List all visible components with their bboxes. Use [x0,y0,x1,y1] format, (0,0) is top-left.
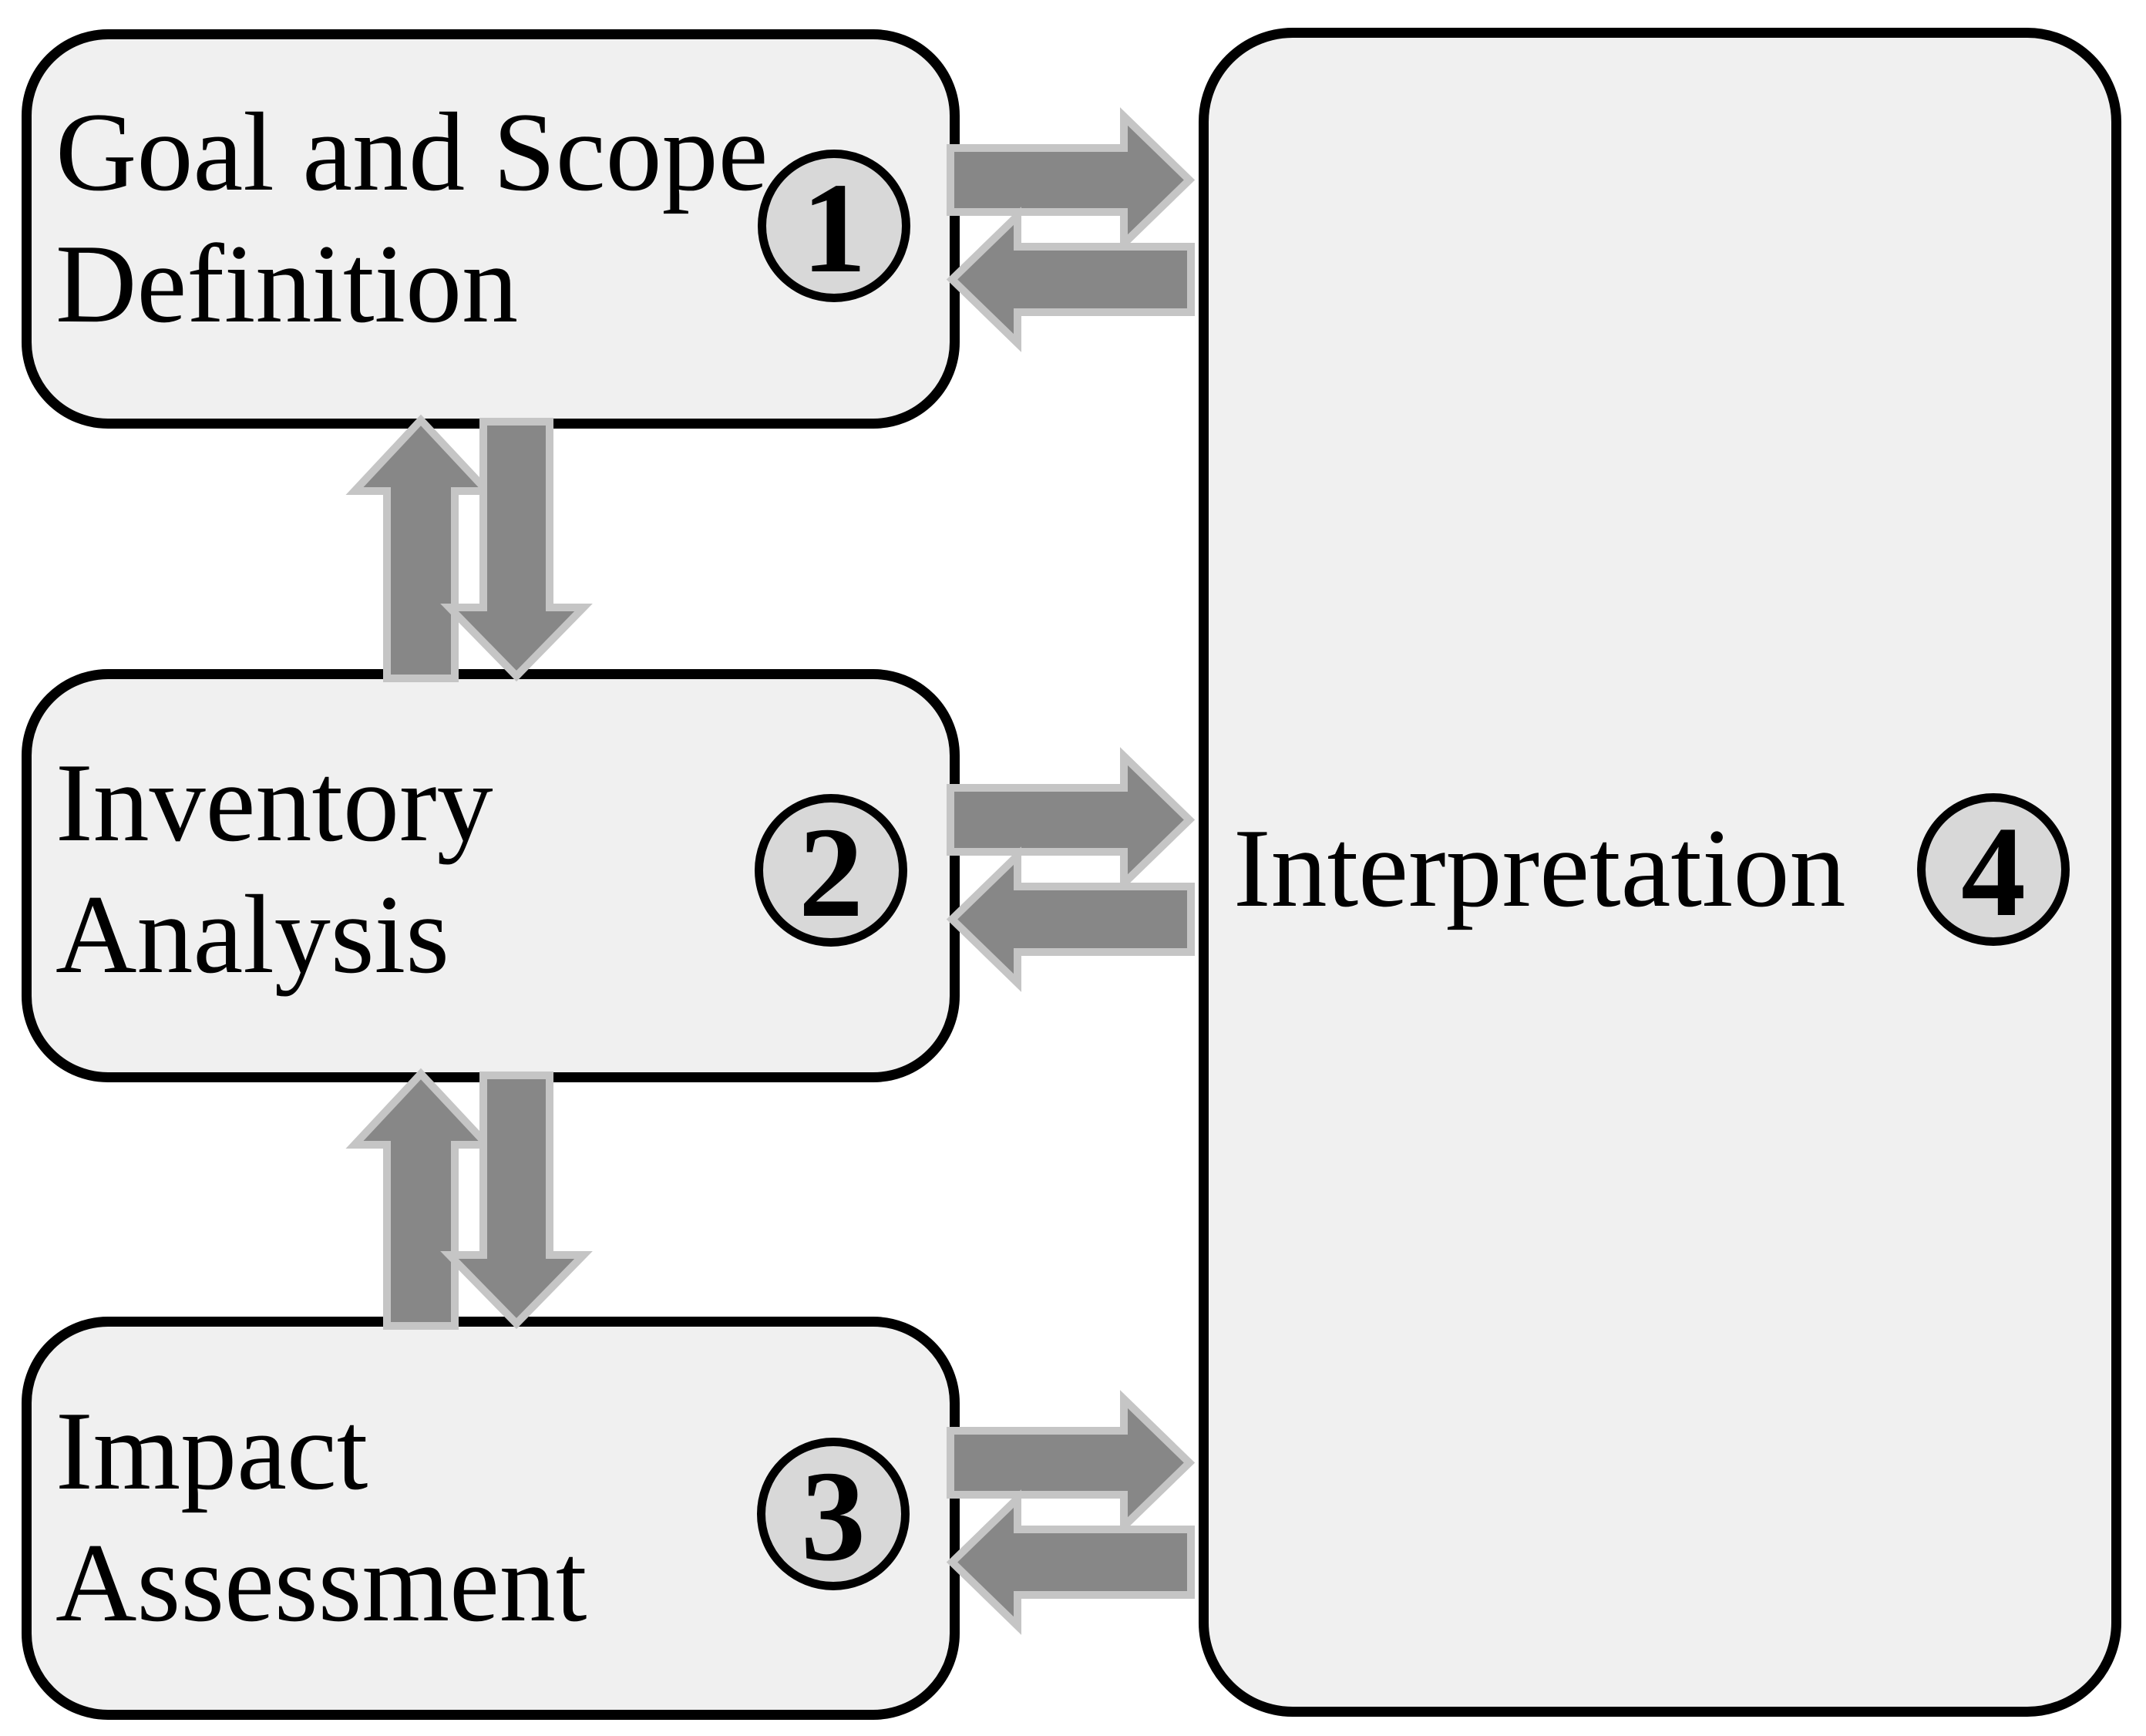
phase-box-interpretation: Interpretation 4 [1199,28,2121,1717]
phase-label-line: Impact [56,1388,368,1513]
phase-label-goal-and-scope: Goal and Scope Definition [56,86,768,350]
arrow-left-interpretation-to-impact-icon [946,1489,1195,1635]
arrow-left-interpretation-to-goal-icon [946,207,1195,352]
arrow-down-inventory-to-impact-icon [440,1072,593,1330]
arrow-left-interpretation-to-inventory-icon [946,846,1195,992]
arrow-down-goal-to-inventory-icon [440,418,593,682]
phase-label-interpretation: Interpretation [1233,802,1846,934]
phase-label-line: Definition [56,221,519,346]
arrow-right-inventory-to-interpretation-icon [947,747,1196,893]
step-number-badge-3: 3 [757,1438,910,1590]
phase-box-impact-assessment: Impact Assessment 3 [22,1317,960,1720]
arrow-right-impact-to-interpretation-icon [947,1390,1196,1536]
arrow-right-goal-to-interpretation-icon [947,107,1196,253]
step-number-badge-4: 4 [1917,793,2070,946]
phase-label-line: Interpretation [1233,806,1846,930]
arrow-up-inventory-to-goal-icon [345,414,496,682]
phase-label-line: Goal and Scope [56,89,769,214]
phase-label-inventory-analysis: Inventory Analysis [56,737,493,1001]
phase-label-line: Analysis [56,872,449,997]
phase-label-line: Assessment [56,1520,587,1645]
step-number-badge-2: 2 [755,794,907,947]
arrow-up-impact-to-inventory-icon [345,1068,496,1330]
phase-label-line: Inventory [56,740,493,865]
step-number-badge-1: 1 [758,150,910,302]
phase-box-goal-and-scope: Goal and Scope Definition 1 [22,29,960,429]
phase-label-impact-assessment: Impact Assessment [56,1385,587,1649]
phase-box-inventory-analysis: Inventory Analysis 2 [22,669,960,1082]
